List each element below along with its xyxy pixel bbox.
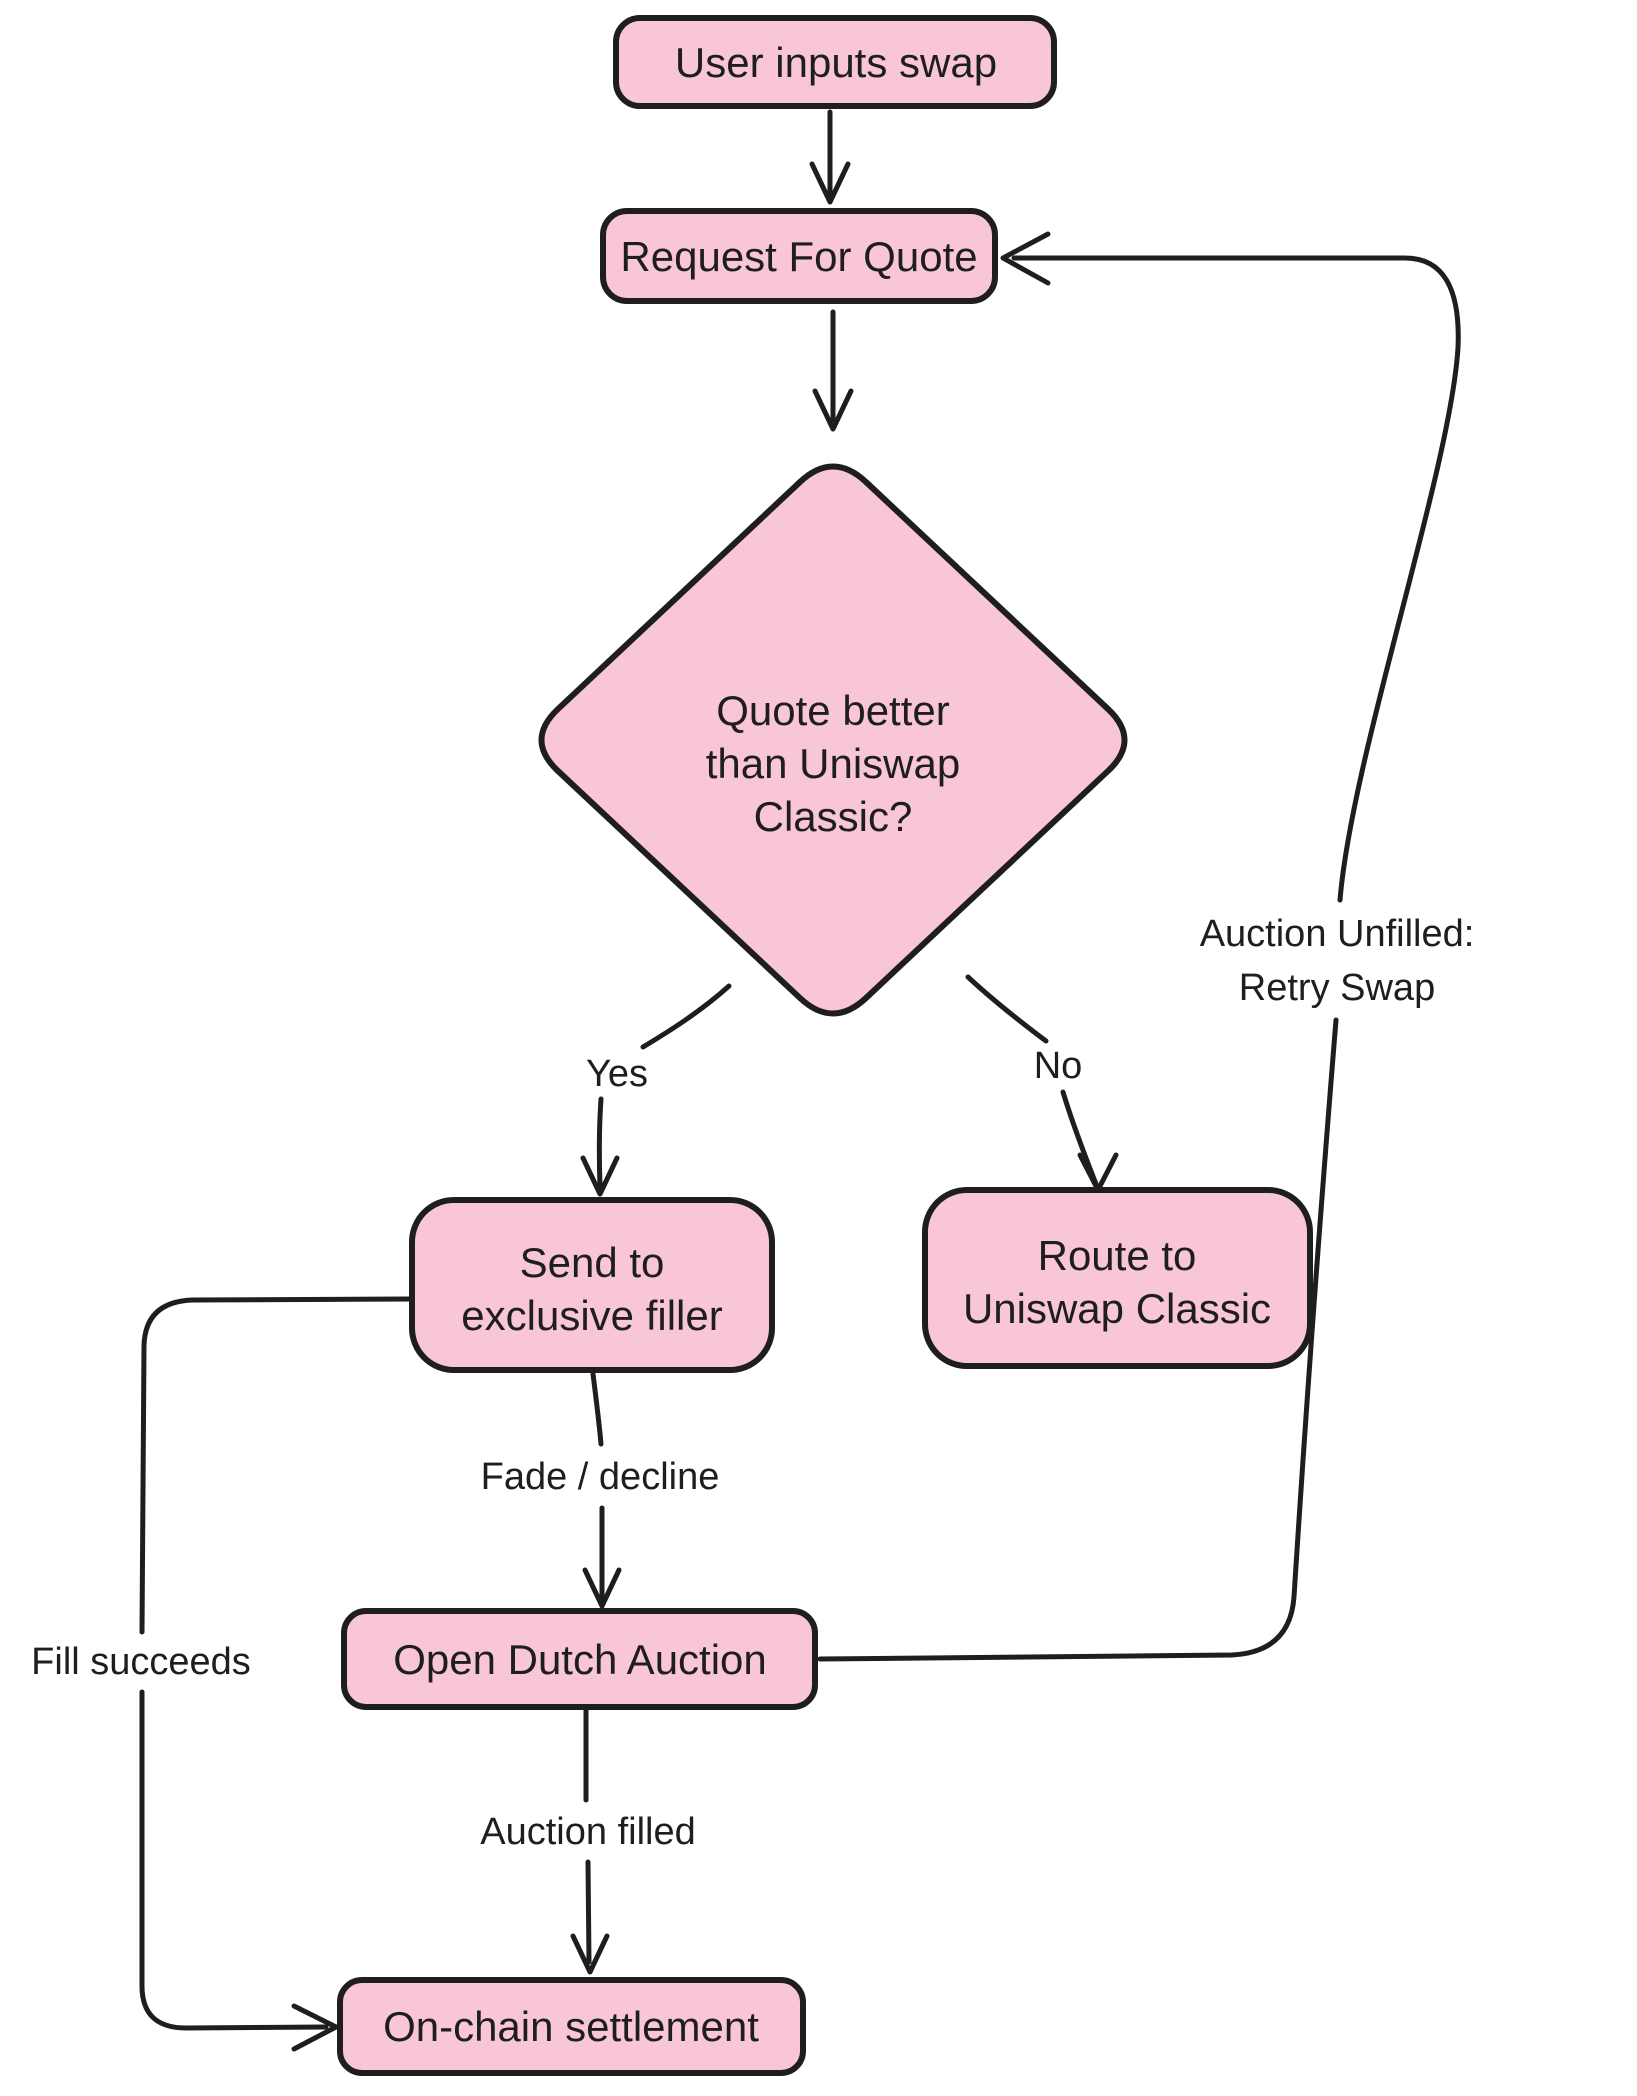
- node-label-line2: than Uniswap: [706, 740, 960, 787]
- edge-user-to-rfq: [809, 109, 851, 205]
- edge-line: [1011, 255, 1461, 903]
- arrow-down-icon: [570, 1933, 610, 1975]
- edge-line: [139, 1296, 415, 1635]
- node-box: [613, 15, 1057, 109]
- edge-auction-unfilled-loop: Auction Unfilled: Retry Swap: [817, 231, 1475, 1662]
- edge-label-fade-decline: Fade / decline: [481, 1456, 720, 1498]
- edge-label-auction-unfilled-line2: Retry Swap: [1239, 967, 1435, 1009]
- edge-decision-no: No: [965, 974, 1119, 1193]
- arrow-down-icon: [582, 1567, 622, 1609]
- node-label: Open Dutch Auction: [393, 1636, 767, 1683]
- node-box: [409, 1197, 775, 1373]
- node-decision-quote-better: Quote better than Uniswap Classic?: [538, 463, 1128, 1017]
- decision-diamond: [538, 463, 1128, 1017]
- node-send-to-exclusive-filler: Send to exclusive filler: [409, 1197, 775, 1373]
- node-label-line1: Send to: [520, 1239, 665, 1286]
- arrow-down-icon: [809, 161, 851, 205]
- node-on-chain-settlement: On-chain settlement: [337, 1977, 806, 2076]
- node-route-to-uniswap-classic: Route to Uniswap Classic: [922, 1187, 1313, 1369]
- edge-line: [590, 1371, 604, 1447]
- arrow-down-icon: [1077, 1152, 1119, 1193]
- edge-auction-filled: Auction filled: [480, 1707, 696, 1975]
- edge-line: [1060, 1089, 1099, 1187]
- arrow-down-icon: [812, 388, 854, 432]
- edge-label-yes: Yes: [586, 1053, 648, 1095]
- node-user-inputs-swap: User inputs swap: [613, 15, 1057, 109]
- node-label-line2: exclusive filler: [461, 1292, 722, 1339]
- edge-line: [596, 1096, 604, 1189]
- node-box: [337, 1977, 806, 2076]
- edge-line: [139, 1689, 329, 2031]
- node-label-line1: Quote better: [716, 687, 949, 734]
- node-box: [341, 1608, 818, 1710]
- node-label-line2: Uniswap Classic: [963, 1285, 1271, 1332]
- edge-line: [585, 1859, 592, 1965]
- edge-line: [640, 983, 732, 1050]
- arrow-right-icon: [291, 2003, 339, 2052]
- edge-label-no: No: [1034, 1045, 1083, 1087]
- node-label: User inputs swap: [675, 39, 997, 86]
- node-request-for-quote: Request For Quote: [600, 208, 998, 304]
- node-box: [922, 1187, 1313, 1369]
- node-label-line1: Route to: [1038, 1232, 1197, 1279]
- edge-label-fill-succeeds: Fill succeeds: [31, 1641, 251, 1683]
- edge-label-auction-unfilled-line1: Auction Unfilled:: [1200, 913, 1475, 955]
- edge-line: [817, 1017, 1339, 1662]
- arrow-left-icon: [1000, 231, 1051, 286]
- edge-label-auction-filled: Auction filled: [480, 1811, 695, 1853]
- node-open-dutch-auction: Open Dutch Auction: [341, 1608, 818, 1710]
- node-label: On-chain settlement: [383, 2003, 759, 2050]
- node-label-line3: Classic?: [754, 793, 913, 840]
- edge-fade-decline: Fade / decline: [481, 1371, 720, 1609]
- arrow-down-icon: [580, 1155, 620, 1197]
- edge-rfq-to-decision: [812, 309, 854, 432]
- node-box: [600, 208, 998, 304]
- node-label: Request For Quote: [620, 233, 977, 280]
- edge-fill-succeeds-loop: Fill succeeds: [31, 1296, 415, 2052]
- edge-line: [965, 974, 1049, 1044]
- edge-decision-yes: Yes: [580, 983, 732, 1197]
